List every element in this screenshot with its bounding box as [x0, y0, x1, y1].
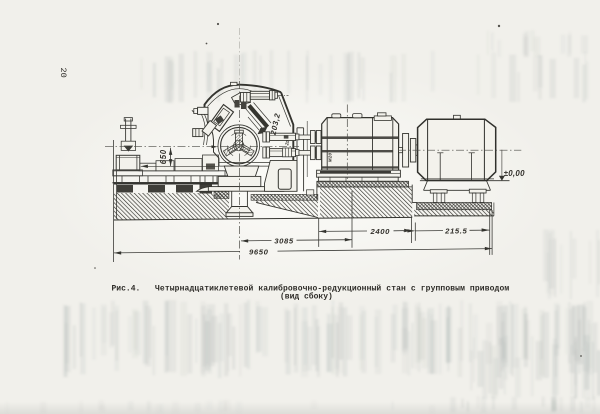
- svg-text:20: 20: [284, 139, 291, 147]
- svg-text:(вид сбоку): (вид сбоку): [280, 293, 333, 302]
- svg-text:9650: 9650: [249, 247, 269, 256]
- svg-text:650: 650: [159, 149, 168, 164]
- svg-text:±0,00: ±0,00: [504, 169, 525, 178]
- svg-text:20: 20: [58, 68, 68, 78]
- svg-text:2400: 2400: [370, 227, 391, 236]
- svg-text:3085: 3085: [274, 236, 294, 245]
- svg-text:215.5: 215.5: [444, 226, 467, 235]
- svg-text:Четырнадцатиклетевой калиброво: Четырнадцатиклетевой калибровочно-редукц…: [155, 285, 509, 294]
- svg-text:Рис.4.: Рис.4.: [112, 285, 141, 294]
- svg-text:M20: M20: [328, 152, 333, 162]
